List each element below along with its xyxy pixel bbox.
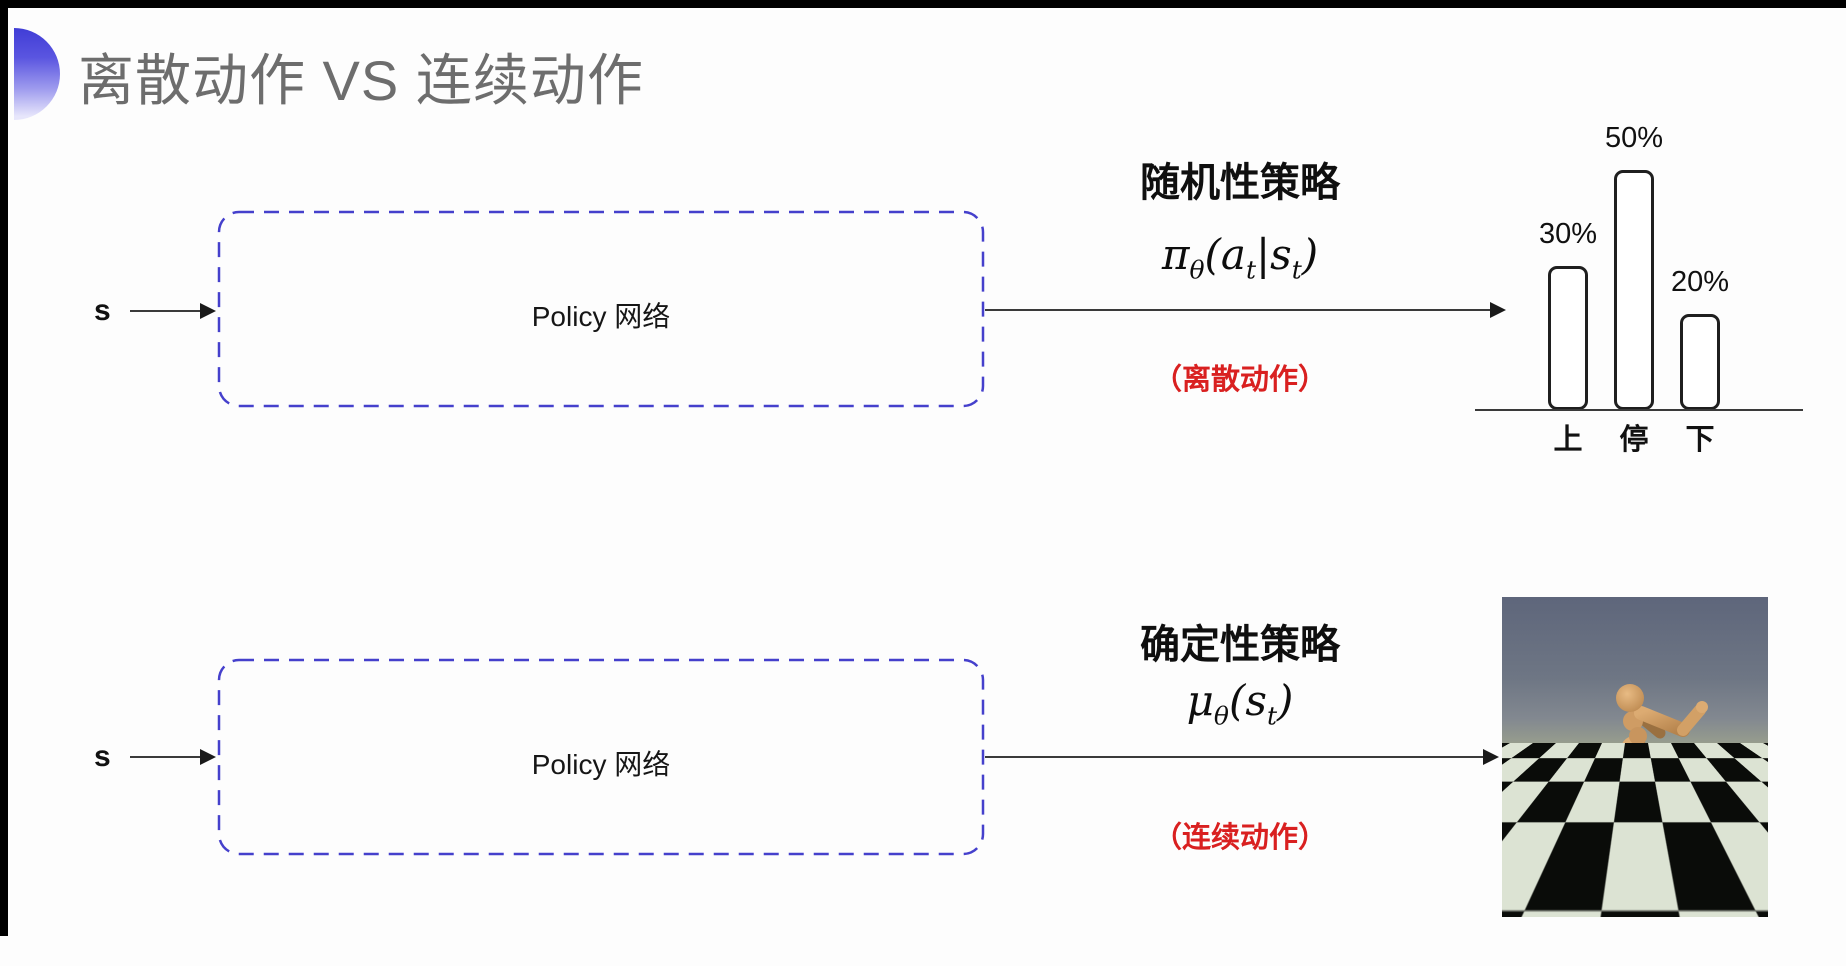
bar-value-label: 30% bbox=[1538, 218, 1598, 250]
output-arrow-line-row2 bbox=[985, 756, 1483, 758]
deterministic-policy-formula: μθ(st) bbox=[1186, 676, 1294, 731]
bar bbox=[1548, 266, 1588, 410]
bar-chart-bars: 30% 50% 20% bbox=[1539, 0, 1729, 410]
stochastic-policy-formula: πθ(at|st) bbox=[1161, 230, 1319, 285]
continuous-action-annotation: （连续动作） bbox=[1152, 822, 1327, 854]
bar bbox=[1614, 170, 1654, 410]
output-arrow-head-row1 bbox=[1490, 302, 1506, 318]
input-arrow-head-row2 bbox=[200, 749, 216, 765]
deterministic-policy-title: 确定性策略 bbox=[1140, 623, 1340, 667]
top-frame-bar bbox=[0, 0, 1846, 8]
bar-category-label: 下 bbox=[1685, 424, 1715, 456]
policy-network-box-label-row2: Policy 网络 bbox=[531, 749, 671, 780]
input-arrow-line-row1 bbox=[130, 310, 202, 312]
slide-title: 离散动作 VS 连续动作 bbox=[78, 49, 644, 112]
policy-network-box-row1 bbox=[217, 210, 985, 408]
bar-category-label: 上 bbox=[1553, 424, 1583, 456]
figure-head bbox=[1616, 684, 1644, 712]
output-arrow-line-row1 bbox=[985, 309, 1490, 311]
input-arrow-head-row1 bbox=[200, 303, 216, 319]
bar bbox=[1680, 314, 1720, 410]
bar-chart-baseline bbox=[1475, 409, 1803, 411]
state-input-label-row1: s bbox=[94, 294, 111, 327]
stochastic-policy-title: 随机性策略 bbox=[1140, 161, 1340, 205]
state-input-label-row2: s bbox=[94, 740, 111, 773]
title-accent-half-circle bbox=[14, 28, 60, 120]
humanoid-robot-figure bbox=[1570, 684, 1708, 906]
floor-light-glow bbox=[1570, 880, 1638, 906]
bar-chart-categories: 上停下 bbox=[1548, 416, 1720, 458]
bar-category-label: 停 bbox=[1619, 424, 1649, 456]
policy-network-box-row2 bbox=[217, 658, 985, 856]
bar-value-label: 50% bbox=[1604, 122, 1664, 154]
output-arrow-head-row2 bbox=[1483, 749, 1499, 765]
humanoid-simulation-image bbox=[1502, 597, 1768, 917]
bar-value-label: 20% bbox=[1670, 266, 1730, 298]
input-arrow-line-row2 bbox=[130, 756, 202, 758]
bar-group: 50% bbox=[1605, 122, 1663, 410]
discrete-action-annotation: （离散动作） bbox=[1152, 364, 1327, 396]
policy-network-box-label-row1: Policy 网络 bbox=[531, 301, 671, 332]
bar-group: 20% bbox=[1671, 266, 1729, 410]
bar-group: 30% bbox=[1539, 218, 1597, 410]
left-frame-bar bbox=[0, 0, 8, 936]
